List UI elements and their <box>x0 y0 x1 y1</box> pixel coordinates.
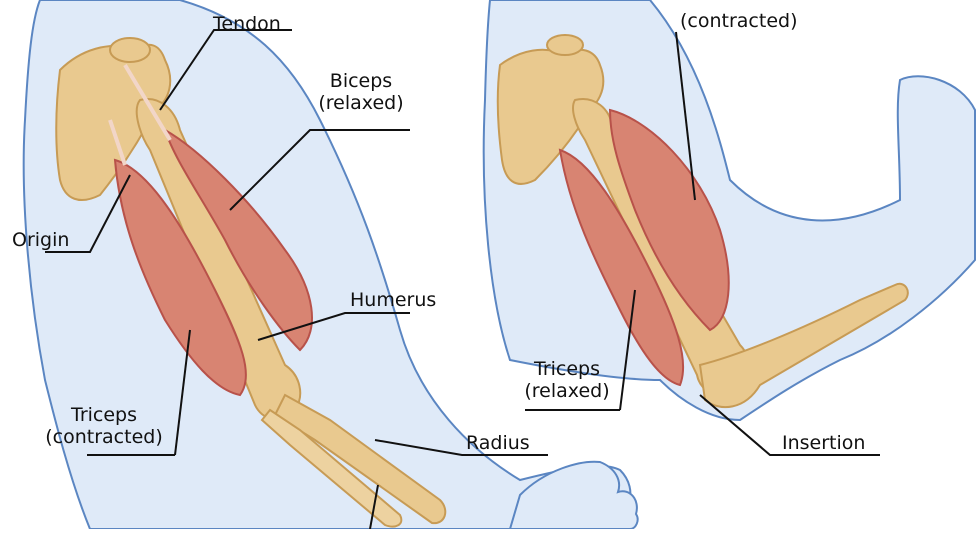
label-biceps-relaxed-line1: Biceps <box>313 70 409 92</box>
label-triceps-relaxed: Triceps (relaxed) <box>516 358 618 402</box>
label-triceps-contracted: Triceps (contracted) <box>34 404 174 448</box>
label-origin: Origin <box>12 229 69 251</box>
label-biceps-contracted: (contracted) <box>680 10 798 32</box>
label-tendon: Tendon <box>213 13 281 35</box>
label-triceps-contracted-line1: Triceps <box>34 404 174 426</box>
label-triceps-relaxed-line2: (relaxed) <box>516 380 618 402</box>
label-triceps-relaxed-line1: Triceps <box>516 358 618 380</box>
label-biceps-relaxed-line2: (relaxed) <box>313 92 409 114</box>
label-biceps-relaxed: Biceps (relaxed) <box>313 70 409 114</box>
label-insertion: Insertion <box>782 432 865 454</box>
label-triceps-contracted-line2: (contracted) <box>34 426 174 448</box>
label-radius: Radius <box>466 432 530 454</box>
label-humerus: Humerus <box>350 289 436 311</box>
